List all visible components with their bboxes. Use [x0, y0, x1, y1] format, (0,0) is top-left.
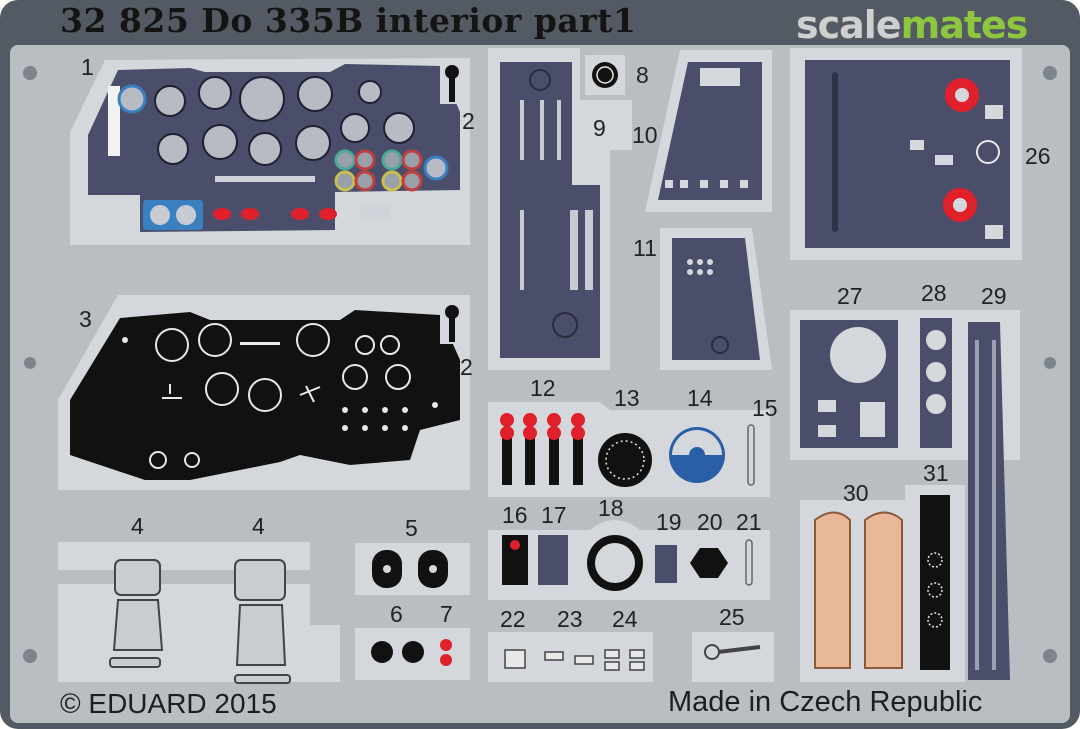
watermark-part-b: mates: [900, 3, 1029, 47]
part-number-14: 14: [687, 385, 713, 411]
part-29-strip: [968, 322, 1010, 680]
part-4-brackets: [58, 542, 340, 684]
part-2-lever-top: [440, 60, 464, 104]
part-26-side-panel: [790, 48, 1022, 260]
copyright-text: © EDUARD 2015: [60, 688, 277, 719]
part-number-27: 27: [837, 283, 863, 309]
part-10-panel: [645, 50, 772, 212]
part-25: [692, 632, 774, 682]
part-number-3: 3: [79, 306, 92, 332]
part-22-24-strip: [488, 632, 653, 682]
part-8-dial: [585, 55, 625, 95]
mounting-hole: [1044, 357, 1056, 369]
part-number-7: 7: [440, 601, 453, 627]
part-number-2-top: 2: [462, 108, 475, 134]
part-number-13: 13: [614, 385, 640, 411]
part-2-lever-bottom: [440, 300, 464, 344]
mounting-hole: [23, 649, 37, 663]
scalemates-watermark: scalemates: [796, 3, 1029, 47]
part-number-5: 5: [405, 515, 418, 541]
part-16-21-strip: [488, 520, 770, 600]
part-number-9: 9: [593, 115, 606, 141]
part-number-31: 31: [923, 460, 949, 486]
part-12-15-strip: [488, 402, 770, 497]
mounting-hole: [24, 357, 36, 369]
part-number-15: 15: [752, 395, 778, 421]
part-number-24: 24: [612, 606, 638, 632]
part-9-console: [488, 48, 632, 370]
part-number-20: 20: [697, 509, 723, 535]
part-number-4-right: 4: [252, 513, 265, 539]
watermark-part-a: scale: [796, 3, 902, 47]
part-number-10: 10: [632, 122, 658, 148]
mounting-hole: [1043, 649, 1057, 663]
part-5: [355, 543, 470, 595]
part-number-21: 21: [736, 509, 762, 535]
sheet-title: 32 825 Do 335B interior part1: [60, 1, 637, 40]
part-number-26: 26: [1025, 143, 1051, 169]
mounting-hole: [23, 66, 37, 80]
part-number-19: 19: [656, 509, 682, 535]
part-30-31-block: [800, 485, 965, 682]
part-number-30: 30: [843, 480, 869, 506]
part-number-29: 29: [981, 283, 1007, 309]
part-6-7: [355, 628, 470, 680]
origin-text: Made in Czech Republic: [668, 686, 983, 718]
part-number-8: 8: [636, 62, 649, 88]
part-number-18: 18: [598, 495, 624, 521]
part-number-4-left: 4: [131, 513, 144, 539]
part-number-25: 25: [719, 604, 745, 630]
part-number-2-bottom: 2: [460, 354, 473, 380]
part-number-12: 12: [530, 375, 556, 401]
part-number-23: 23: [557, 606, 583, 632]
part-number-22: 22: [500, 606, 526, 632]
part-number-6: 6: [390, 601, 403, 627]
part-number-11: 11: [633, 235, 657, 261]
part-1-instrument-panel: [70, 58, 470, 245]
mounting-hole: [1043, 66, 1057, 80]
part-number-16: 16: [502, 502, 528, 528]
part-3-black-panel: [58, 295, 470, 490]
part-number-1: 1: [81, 54, 94, 80]
part-number-17: 17: [541, 502, 567, 528]
part-number-28: 28: [921, 280, 947, 306]
part-11-panel: [660, 228, 772, 370]
